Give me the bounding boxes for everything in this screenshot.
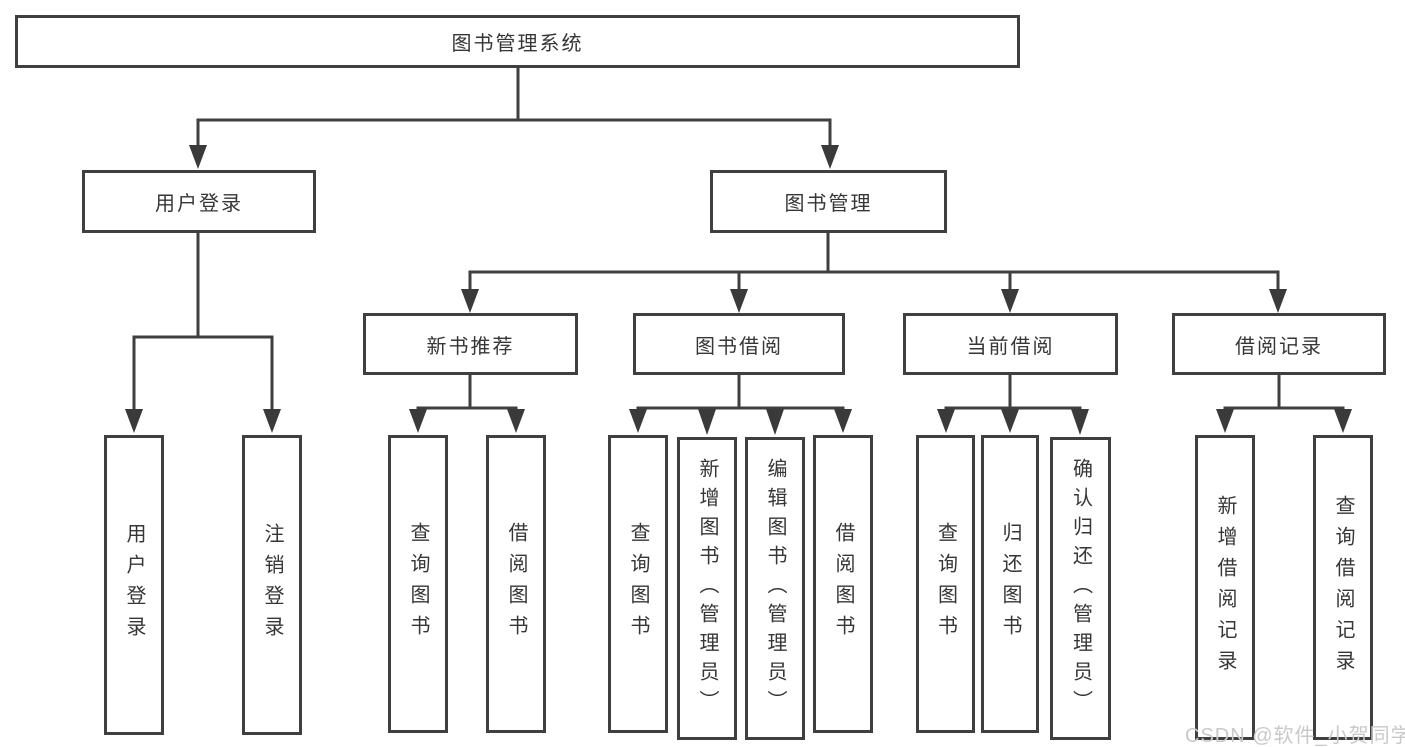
arrowhead: [189, 145, 207, 169]
node-root: 图书管理系统: [15, 15, 1020, 68]
node-book-borrowing: 图书借阅: [633, 313, 845, 375]
arrowhead: [937, 409, 955, 433]
arrowhead: [461, 289, 479, 313]
connector-root-to-level2: [196, 68, 832, 150]
arrowhead: [263, 409, 281, 433]
leaf-borrow-books-borrowing: 借阅图书: [813, 435, 873, 733]
leaf-label: 归还图书: [999, 522, 1021, 646]
connector-borrow-to-leaves: [636, 375, 845, 414]
leaf-label: 借阅图书: [832, 522, 854, 646]
node-user-login-module: 用户登录: [82, 170, 316, 233]
node-root-label: 图书管理系统: [451, 33, 584, 55]
arrowhead: [698, 409, 716, 435]
leaf-label: 编辑图书（管理员）: [764, 458, 786, 719]
arrowhead: [766, 409, 784, 435]
arrowhead: [409, 409, 427, 433]
leaf-label: 查询图书: [934, 522, 957, 646]
arrowhead: [629, 409, 647, 433]
arrowhead: [1334, 409, 1352, 433]
arrowhead: [821, 145, 839, 169]
connector-records-to-leaves: [1223, 375, 1345, 414]
leaf-logout: 注销登录: [242, 435, 302, 735]
node-new-book-recommendation: 新书推荐: [363, 313, 578, 375]
leaf-return-books: 归还图书: [981, 435, 1039, 733]
arrowhead: [507, 409, 525, 433]
node-label: 新书推荐: [426, 335, 515, 358]
connector-current-to-leaves: [944, 375, 1082, 414]
leaf-query-borrow-record: 查询借阅记录: [1313, 435, 1373, 740]
arrowhead: [1001, 409, 1019, 433]
node-book-management-module: 图书管理: [710, 170, 947, 233]
node-label: 用户登录: [155, 193, 243, 215]
node-label: 图书借阅: [695, 335, 783, 358]
leaf-borrow-books-recommend: 借阅图书: [486, 435, 546, 733]
leaf-add-borrow-record: 新增借阅记录: [1195, 435, 1255, 740]
leaf-label: 新增借阅记录: [1214, 494, 1236, 681]
arrowhead: [1269, 289, 1287, 313]
connector-userlogin-to-leaves: [132, 233, 274, 414]
leaf-label: 查询借阅记录: [1332, 494, 1354, 681]
leaf-edit-book-admin: 编辑图书（管理员）: [745, 437, 805, 740]
arrowhead: [730, 289, 748, 313]
leaf-user-login: 用户登录: [104, 435, 164, 735]
leaf-query-books-recommend: 查询图书: [388, 435, 448, 733]
connector-newbook-to-leaves: [416, 375, 518, 414]
leaf-confirm-return-admin: 确认归还（管理员）: [1050, 437, 1111, 740]
leaf-label: 借阅图书: [505, 522, 527, 646]
node-borrowing-records: 借阅记录: [1172, 313, 1386, 375]
arrowhead: [125, 409, 143, 433]
leaf-label: 确认归还（管理员）: [1069, 458, 1092, 719]
leaf-query-books-current: 查询图书: [916, 435, 975, 733]
arrowhead: [1001, 289, 1019, 313]
arrowhead: [1071, 409, 1089, 435]
node-current-borrowing: 当前借阅: [903, 313, 1118, 375]
leaf-label: 注销登录: [261, 523, 283, 647]
leaf-label: 新增图书（管理员）: [696, 458, 718, 719]
node-label: 借阅记录: [1235, 335, 1323, 358]
arrowhead: [834, 409, 852, 433]
leaf-query-books-borrowing: 查询图书: [608, 435, 668, 733]
arrowhead: [1216, 409, 1234, 433]
leaf-label: 用户登录: [123, 523, 145, 647]
node-label: 图书管理: [784, 193, 873, 215]
connector-bookmgmt-to-level3: [468, 233, 1280, 292]
node-label: 当前借阅: [966, 335, 1055, 358]
leaf-add-book-admin: 新增图书（管理员）: [677, 437, 737, 740]
leaf-label: 查询图书: [407, 522, 429, 646]
csdn-watermark: CSDN @软件_小贺同学: [1185, 725, 1405, 747]
leaf-label: 查询图书: [627, 522, 649, 646]
